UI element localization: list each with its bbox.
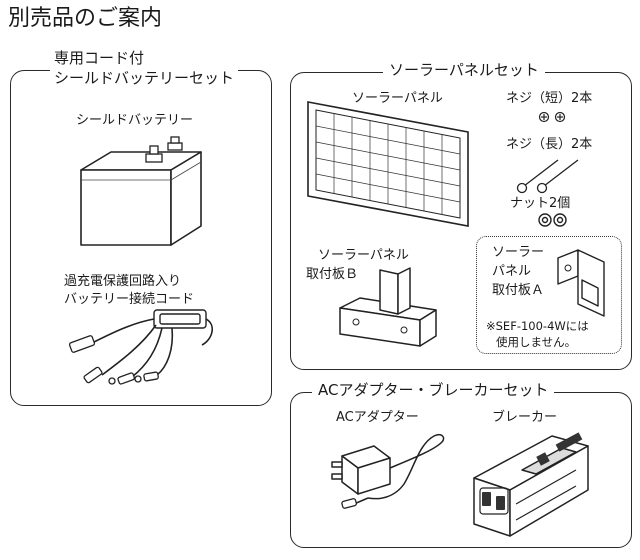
mount-plate-a-illustration bbox=[557, 249, 605, 317]
solar-panel-label: ソーラーパネル bbox=[352, 91, 443, 106]
connection-cord-illustration bbox=[68, 309, 214, 385]
screw-long-icon bbox=[516, 159, 579, 194]
mount-b-label-line2: 取付板Ｂ bbox=[306, 267, 359, 282]
ac-set-title: ACアダプター・ブレーカーセット bbox=[312, 381, 555, 400]
battery-set-title: 専用コード付 シールドバッテリーセット bbox=[44, 48, 244, 88]
battery-label: シールドバッテリー bbox=[76, 113, 194, 128]
mount-a-label-line1: ソーラー bbox=[492, 245, 545, 260]
nut-label: ナット2個 bbox=[510, 196, 571, 211]
screw-short-icon bbox=[538, 111, 566, 123]
mount-a-label-line2: パネル bbox=[492, 264, 532, 279]
note-line2: 使用しません。 bbox=[496, 335, 577, 349]
cord-label-line2: バッテリー接続コード bbox=[64, 292, 195, 307]
ac-adapter-label: ACアダプター bbox=[336, 410, 419, 425]
screw-long-label: ネジ（長）2本 bbox=[506, 137, 593, 152]
mount-a-box bbox=[476, 236, 622, 354]
mount-plate-b-illustration bbox=[339, 267, 437, 347]
battery-illustration bbox=[80, 136, 202, 246]
battery-set-title-line1: 専用コード付 bbox=[50, 48, 149, 68]
solar-set-title: ソーラーパネルセット bbox=[383, 61, 545, 80]
battery-set-title-line2: シールドバッテリーセット bbox=[50, 68, 239, 88]
breaker-label: ブレーカー bbox=[492, 410, 558, 425]
nut-icon bbox=[538, 213, 567, 227]
page-title: 別売品のご案内 bbox=[8, 6, 163, 31]
screw-short-label: ネジ（短）2本 bbox=[506, 91, 593, 106]
note-line1: ※SEF-100-4Wには bbox=[486, 319, 589, 333]
mount-b-label-line1: ソーラーパネル bbox=[318, 248, 409, 263]
breaker-illustration bbox=[473, 432, 589, 537]
ac-adapter-illustration bbox=[331, 433, 445, 509]
mount-a-label-line3: 取付板Ａ bbox=[492, 283, 545, 298]
cord-label-line1: 過充電保護回路入り bbox=[64, 274, 182, 289]
solar-panel-illustration bbox=[307, 101, 469, 227]
